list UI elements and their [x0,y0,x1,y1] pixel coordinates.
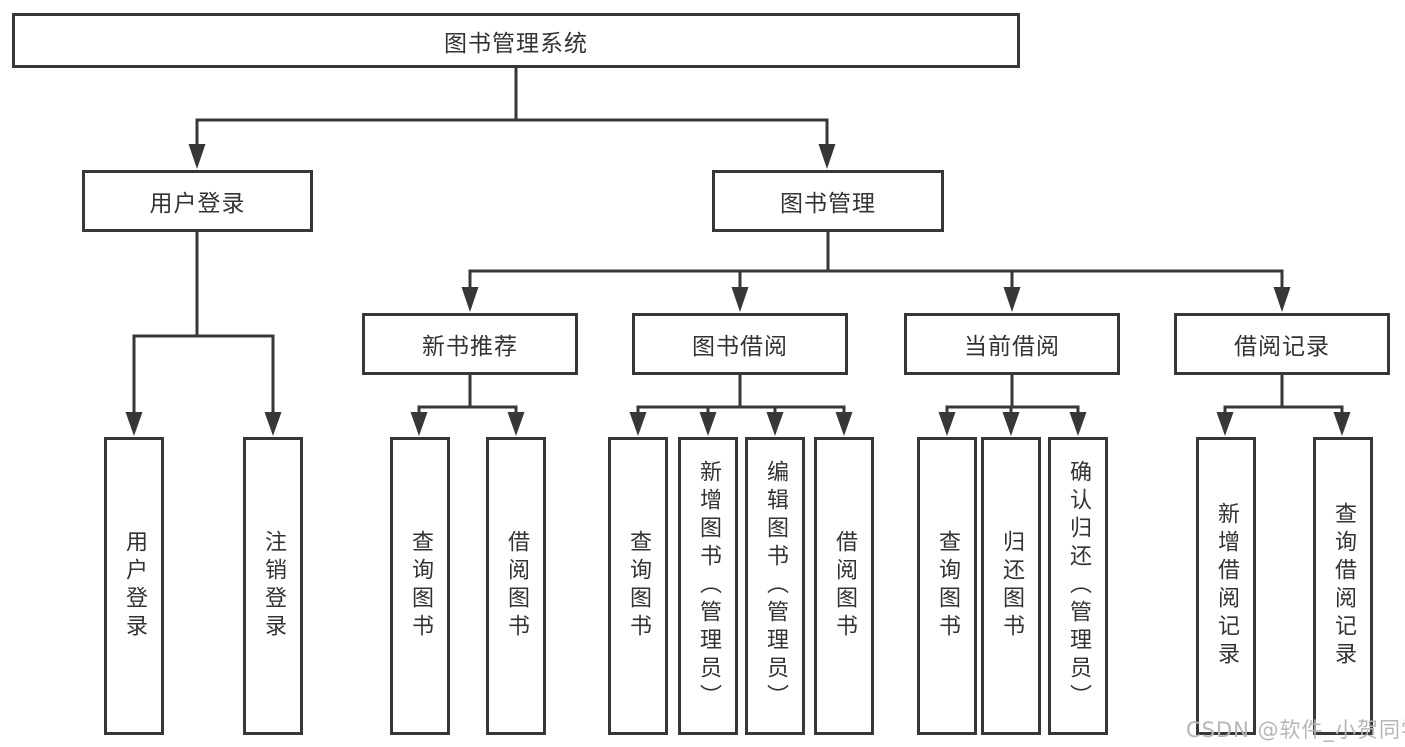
leaf-query-books-borrowing: 查询图书 [608,437,668,735]
node-borrowing-records: 借阅记录 [1174,313,1390,375]
leaf-query-borrow-record: 查询借阅记录 [1313,437,1373,735]
csdn-watermark: CSDN @软件_小贺同学 [1186,718,1405,742]
leaf-edit-book-admin: 编辑图书（管理员） [745,437,805,735]
node-book-borrowing: 图书借阅 [632,313,848,375]
node-new-book-recommend: 新书推荐 [362,313,578,375]
node-book-management: 图书管理 [712,170,944,232]
leaf-query-books-recommend: 查询图书 [390,437,450,735]
leaf-return-book: 归还图书 [981,437,1041,735]
leaf-add-borrow-record: 新增借阅记录 [1196,437,1256,735]
leaf-user-login: 用户登录 [104,437,164,735]
leaf-borrow-books-recommend: 借阅图书 [486,437,546,735]
leaf-query-books-current: 查询图书 [917,437,977,735]
node-current-borrowing: 当前借阅 [904,313,1120,375]
node-library-system: 图书管理系统 [12,13,1020,68]
leaf-logout: 注销登录 [243,437,303,735]
node-user-login: 用户登录 [82,170,313,232]
leaf-confirm-return-admin: 确认归还（管理员） [1048,437,1108,735]
leaf-borrow-books-borrowing: 借阅图书 [814,437,874,735]
leaf-add-book-admin: 新增图书（管理员） [678,437,738,735]
